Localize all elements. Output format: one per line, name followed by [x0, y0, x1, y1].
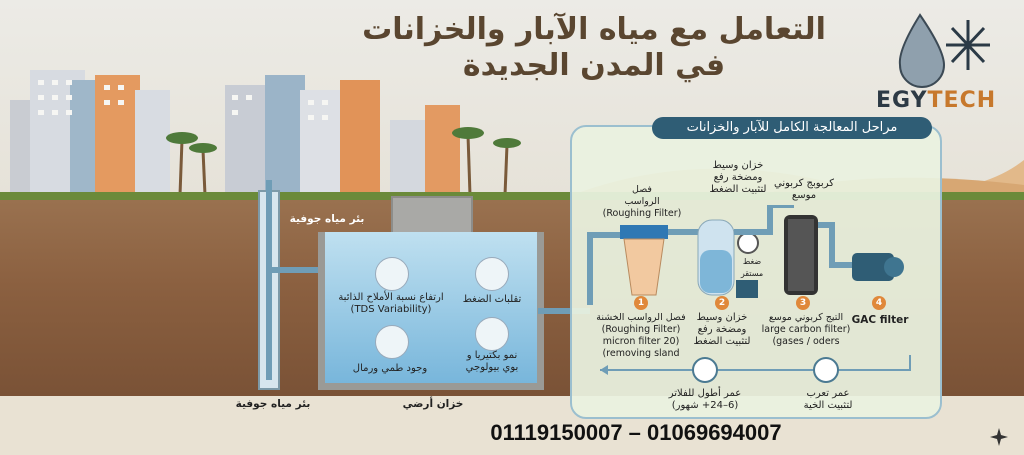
treatment-equipment — [587, 205, 904, 305]
stage-label-1: فصل الرواسب الخشنة (Roughing Filter) (20… — [596, 312, 686, 359]
problem-tds: ارتفاع نسبة الأملاح الذائبة (TDS Variabi… — [338, 292, 444, 315]
well-to-tank-pipe — [266, 267, 326, 273]
stage-number-1: 1 — [634, 296, 648, 310]
stage-label-4: GAC filter — [851, 314, 909, 326]
pressure-arrows-icon — [475, 257, 509, 291]
well-pipe — [266, 180, 272, 380]
well-label-bottom: بئر مياه جوفية — [235, 398, 311, 410]
hourglass-icon-tank — [813, 357, 839, 383]
hourglass-icon-filters — [692, 357, 718, 383]
tank-outlet-pipe — [538, 308, 590, 314]
brand-name: EGYTECH — [876, 88, 996, 113]
sparkle-icon — [990, 428, 1008, 446]
problem-sand: وجود طمي ورمال — [352, 363, 428, 374]
stage-label-3: التيج كربوني موسع (large carbon filter g… — [761, 312, 851, 347]
page-title: التعامل مع مياه الآبار والخزانات في المد… — [354, 12, 834, 84]
tank-manhole — [391, 196, 473, 234]
well-label-top: بئر مياه جوفية — [289, 213, 365, 225]
grass-strip — [0, 192, 1024, 200]
stage-number-3: 3 — [796, 296, 810, 310]
stage-top-pressure-tank: خزان وسيط ومضخة رفع لتثبيت الضغط — [709, 160, 767, 195]
city-skyline — [10, 70, 521, 196]
title-line-2: في المدن الجديدة — [462, 48, 726, 83]
stage-label-2: خزان وسيط ومضخة رفع لتثبيت الضغط — [693, 312, 751, 347]
brand-part-1: EGY — [876, 88, 928, 113]
problem-bio: نمو بكتيريا و بوي بيولوجي — [465, 350, 519, 373]
salt-crystals-icon — [375, 257, 409, 291]
title-line-1: التعامل مع مياه الآبار والخزانات — [362, 12, 826, 47]
problem-pressure: تقلبات الضغط — [462, 294, 522, 305]
loop-arrow — [600, 355, 911, 375]
pressure-gauge-label: ضغط مستقر — [740, 257, 764, 278]
bacteria-icon — [475, 317, 509, 351]
brand-part-2: TECH — [927, 88, 997, 113]
panel-header: مراحل المعالجة الكامل للآبار والخزانات — [652, 117, 932, 139]
life-tank-label: عمر تعرب لتثبيت الخية — [803, 388, 853, 411]
stage-top-carbon: كربوبج كربوني موسع — [774, 178, 834, 201]
tank-label: خزان أرضي — [402, 398, 464, 410]
stage-number-4: 4 — [872, 296, 886, 310]
phone-numbers: 01119150007 – 01069694007 — [490, 420, 782, 445]
life-filters-label: عمر أطول للفلاتر (6–24+ شهور) — [668, 388, 742, 411]
egytech-logo-icon — [898, 13, 990, 88]
stage-number-2: 2 — [715, 296, 729, 310]
sand-pile-icon — [375, 325, 409, 359]
stage-top-roughing: فصل الرواسب (Roughing Filter) — [602, 184, 682, 219]
